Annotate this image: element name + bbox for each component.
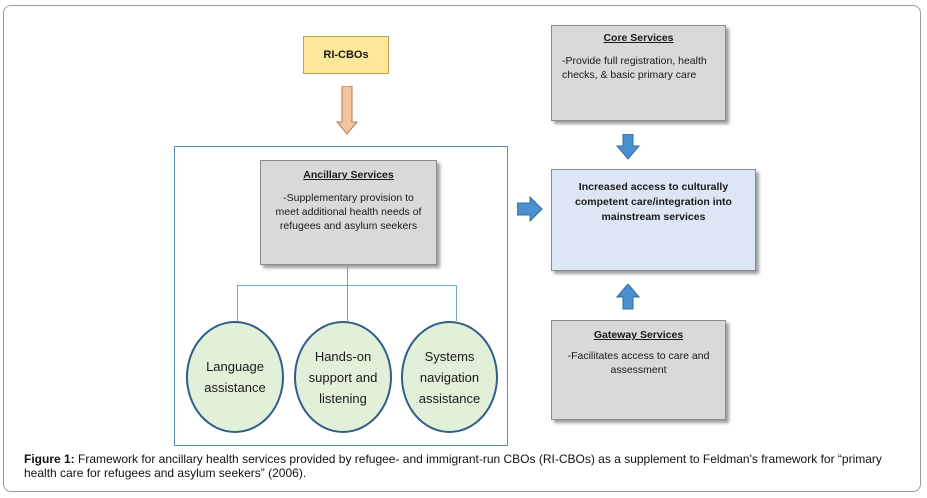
ancillary-title: Ancillary Services [303, 169, 394, 181]
core-text: -Provide full registration, health check… [562, 55, 707, 81]
core-title: Core Services [603, 32, 674, 44]
core-services-box: Core Services -Provide full registration… [551, 25, 726, 121]
gateway-text: -Facilitates access to care and assessme… [567, 350, 710, 376]
gateway-title: Gateway Services [593, 329, 684, 341]
caption-text: Framework for ancillary health services … [24, 452, 882, 480]
connector-middle [347, 285, 348, 321]
circle-label-language: Language assistance [204, 359, 266, 395]
blue-up-arrow [616, 284, 640, 310]
connector-left [237, 285, 238, 321]
gateway-services-box: Gateway Services -Facilitates access to … [551, 320, 726, 420]
caption-label: Figure 1: [24, 452, 75, 466]
ancillary-text: -Supplementary provision to meet additio… [275, 192, 422, 232]
circle-label-hands-on: Hands-on support and listening [308, 348, 378, 406]
ancillary-services-box: Ancillary Services -Supplementary provis… [260, 160, 437, 265]
blue-down-arrow [616, 134, 640, 160]
circle-label-systems: Systems navigation assistance [418, 348, 481, 406]
hands-on-support-circle: Hands-on support and listening [294, 321, 392, 433]
rico-box: RI-CBOs [303, 36, 389, 74]
systems-navigation-circle: Systems navigation assistance [401, 321, 498, 433]
outcome-text: Increased access to culturally competent… [575, 181, 732, 223]
blue-right-arrow [517, 196, 543, 222]
figure-caption: Figure 1: Framework for ancillary health… [24, 452, 904, 480]
language-assistance-circle: Language assistance [186, 321, 284, 433]
rico-label: RI-CBOs [323, 49, 369, 61]
connector-vertical-main [347, 265, 348, 285]
connector-right [456, 285, 457, 321]
outcome-box: Increased access to culturally competent… [551, 169, 756, 271]
orange-down-arrow [336, 86, 358, 135]
